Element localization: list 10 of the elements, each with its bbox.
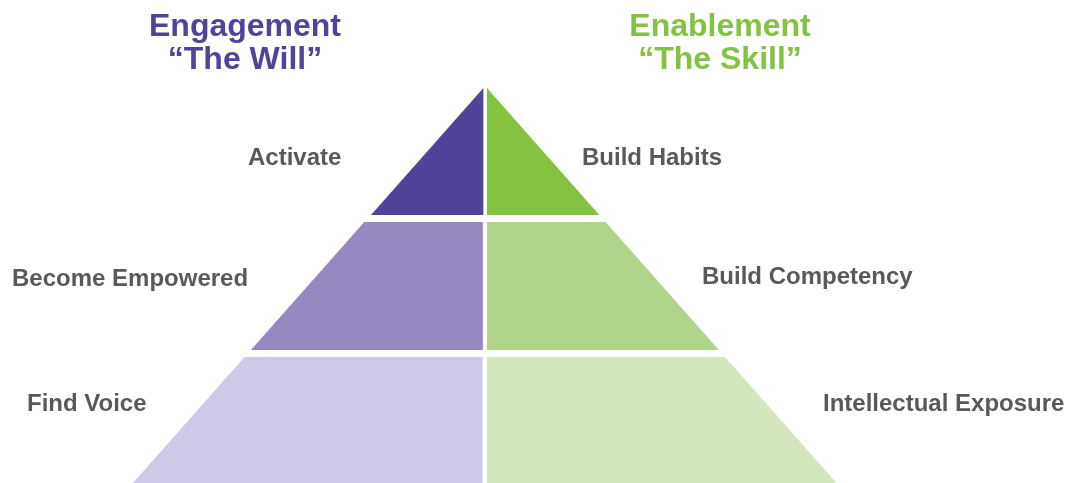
tier-label: Build Competency bbox=[702, 261, 913, 291]
column-heading: Enablement “The Skill” bbox=[628, 9, 812, 75]
tier-label: Build Habits bbox=[582, 142, 722, 172]
tier-label: Activate bbox=[248, 142, 342, 172]
tier-label: Find Voice bbox=[27, 388, 147, 418]
column-heading: Engagement “The Will” bbox=[148, 9, 342, 75]
pyramid-segment bbox=[251, 222, 483, 350]
tier-label: Become Empowered bbox=[12, 263, 249, 293]
pyramid-segment bbox=[370, 88, 483, 215]
tier-label: Intellectual Exposure bbox=[823, 388, 1065, 418]
